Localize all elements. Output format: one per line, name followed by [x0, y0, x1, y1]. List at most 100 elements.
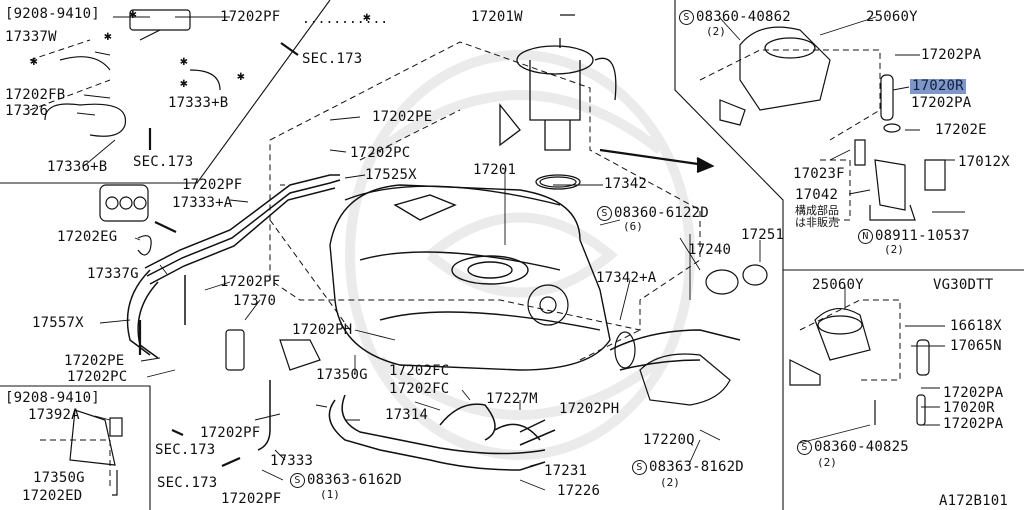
asterisk-mark: ✱ — [237, 69, 245, 84]
s-symbol-icon: S — [679, 10, 694, 25]
section-ref: SEC.173 — [302, 51, 363, 67]
part-17023f: 17023F — [793, 166, 845, 182]
part-17202pe: 17202PE — [372, 109, 433, 125]
quantity: (6) — [623, 220, 643, 233]
part-17326: 17326 — [5, 103, 49, 119]
part-17525x: 17525X — [365, 167, 417, 183]
part-17202ed: 17202ED — [22, 488, 83, 504]
part-17336b: 17336+B — [47, 159, 108, 175]
fuel-tank-drawing — [329, 184, 611, 371]
part-25060y: 25060Y — [812, 277, 864, 293]
s-symbol-icon: S — [597, 206, 612, 221]
leader-dots: ........... — [302, 12, 389, 27]
part-17392a: 17392A — [28, 407, 80, 423]
quantity: (2) — [884, 243, 904, 256]
part-17202eg: 17202EG — [57, 229, 118, 245]
n-symbol-icon: N — [858, 229, 873, 244]
quantity: (1) — [320, 488, 340, 501]
not-sold-note: 構成部品は非販売 — [795, 204, 839, 229]
part-17202fc: 17202FC — [389, 381, 450, 397]
asterisk-mark: ✱ — [180, 54, 188, 69]
part-17020r-highlighted[interactable]: 17020R — [910, 78, 966, 94]
part-17557x: 17557X — [32, 315, 84, 331]
fuel-pump-top — [499, 14, 617, 190]
part-16618x: 16618X — [950, 318, 1002, 334]
quantity: (2) — [706, 25, 726, 38]
s-symbol-icon: S — [632, 460, 647, 475]
part-17240: 17240 — [688, 242, 732, 258]
part-17202e: 17202E — [935, 122, 987, 138]
part-17202pa: 17202PA — [943, 416, 1004, 432]
part-number: 08360-40862 — [696, 9, 791, 25]
part-25060y: 25060Y — [866, 9, 918, 25]
section-ref: SEC.173 — [157, 475, 218, 491]
date-range-label: [9208-9410] — [5, 390, 100, 406]
part-17202pf: 17202PF — [220, 9, 281, 25]
date-range-label: [9208-9410] — [5, 6, 100, 22]
part-17231: 17231 — [544, 463, 588, 479]
part-17202pf: 17202PF — [221, 491, 282, 507]
part-17201w: 17201W — [471, 9, 523, 25]
part-17202pc: 17202PC — [350, 145, 411, 161]
part-17333b: 17333+B — [168, 95, 229, 111]
asterisk-mark: ✱ — [30, 54, 38, 69]
part-17370: 17370 — [233, 293, 277, 309]
asterisk-mark: ✱ — [363, 10, 371, 25]
section-ref: SEC.173 — [133, 154, 194, 170]
part-17042: 17042 — [795, 187, 839, 203]
quantity: (2) — [817, 456, 837, 469]
part-number: 08360-6122D — [614, 205, 709, 221]
quantity: (2) — [660, 476, 680, 489]
part-number: 08363-6162D — [307, 472, 402, 488]
section-ref: SEC.173 — [155, 442, 216, 458]
part-17342a: 17342+A — [596, 270, 657, 286]
part-17202ph: 17202PH — [559, 401, 620, 417]
s-symbol-icon: S — [290, 473, 305, 488]
part-17342: 17342 — [604, 176, 648, 192]
part-17333a: 17333+A — [172, 195, 233, 211]
leader-lines — [76, 16, 965, 491]
part-17227m: 17227M — [486, 391, 538, 407]
part-17202pa: 17202PA — [911, 95, 972, 111]
engine-variant-label: VG30DTT — [933, 277, 994, 293]
part-number: 08360-40825 — [814, 439, 909, 455]
part-17202pa: 17202PA — [921, 47, 982, 63]
part-17350g: 17350G — [316, 367, 368, 383]
asterisk-mark: ✱ — [104, 29, 112, 44]
part-17202pa: 17202PA — [943, 385, 1004, 401]
part-17065n: 17065N — [950, 338, 1002, 354]
part-17337g: 17337G — [87, 266, 139, 282]
part-number: 08911-10537 — [875, 228, 970, 244]
part-17333: 17333 — [270, 453, 314, 469]
part-17202ph: 17202PH — [292, 322, 353, 338]
part-17350g: 17350G — [33, 470, 85, 486]
asterisk-mark: ✱ — [180, 76, 188, 91]
part-17202pc: 17202PC — [67, 369, 128, 385]
part-17012x: 17012X — [958, 154, 1010, 170]
asterisk-mark: ✱ — [129, 7, 137, 22]
part-17020r: 17020R — [943, 400, 995, 416]
part-17202pf: 17202PF — [182, 177, 243, 193]
part-number: 08363-8162D — [649, 459, 744, 475]
part-17226: 17226 — [557, 483, 601, 499]
part-17201: 17201 — [473, 162, 517, 178]
part-17337w: 17337W — [5, 29, 57, 45]
part-17251: 17251 — [741, 227, 785, 243]
arrows — [138, 42, 715, 468]
s-symbol-icon: S — [797, 440, 812, 455]
part-17220q: 17220Q — [643, 432, 695, 448]
part-17202pe: 17202PE — [64, 353, 125, 369]
diagram-ref-code: A172B101 — [939, 493, 1009, 509]
part-17202fc: 17202FC — [389, 363, 450, 379]
part-17202pf: 17202PF — [200, 425, 261, 441]
fuel-lines — [126, 174, 741, 471]
part-17202pf: 17202PF — [220, 274, 281, 290]
